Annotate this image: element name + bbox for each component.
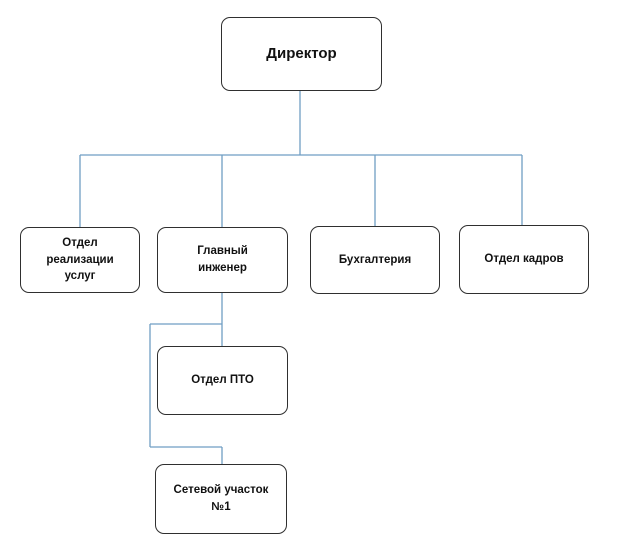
node-accounting: Бухгалтерия bbox=[310, 226, 440, 294]
node-pto-department: Отдел ПТО bbox=[157, 346, 288, 415]
node-hr-department-label: Отдел кадров bbox=[484, 253, 564, 266]
node-services-department: Отдел реализации услуг bbox=[20, 227, 140, 293]
node-pto-department-label: Отдел ПТО bbox=[191, 374, 254, 387]
node-chief-engineer-label: Главный инженер bbox=[197, 245, 248, 274]
node-chief-engineer: Главный инженер bbox=[157, 227, 288, 293]
node-network-section: Сетевой участок №1 bbox=[155, 464, 287, 534]
node-director-label: Директор bbox=[266, 45, 337, 63]
node-services-department-label: Отдел реализации услуг bbox=[46, 236, 114, 283]
node-accounting-label: Бухгалтерия bbox=[338, 253, 412, 266]
node-director: Директор bbox=[221, 17, 382, 91]
node-hr-department: Отдел кадров bbox=[459, 225, 589, 294]
node-network-section-label: Сетевой участок №1 bbox=[173, 484, 269, 513]
